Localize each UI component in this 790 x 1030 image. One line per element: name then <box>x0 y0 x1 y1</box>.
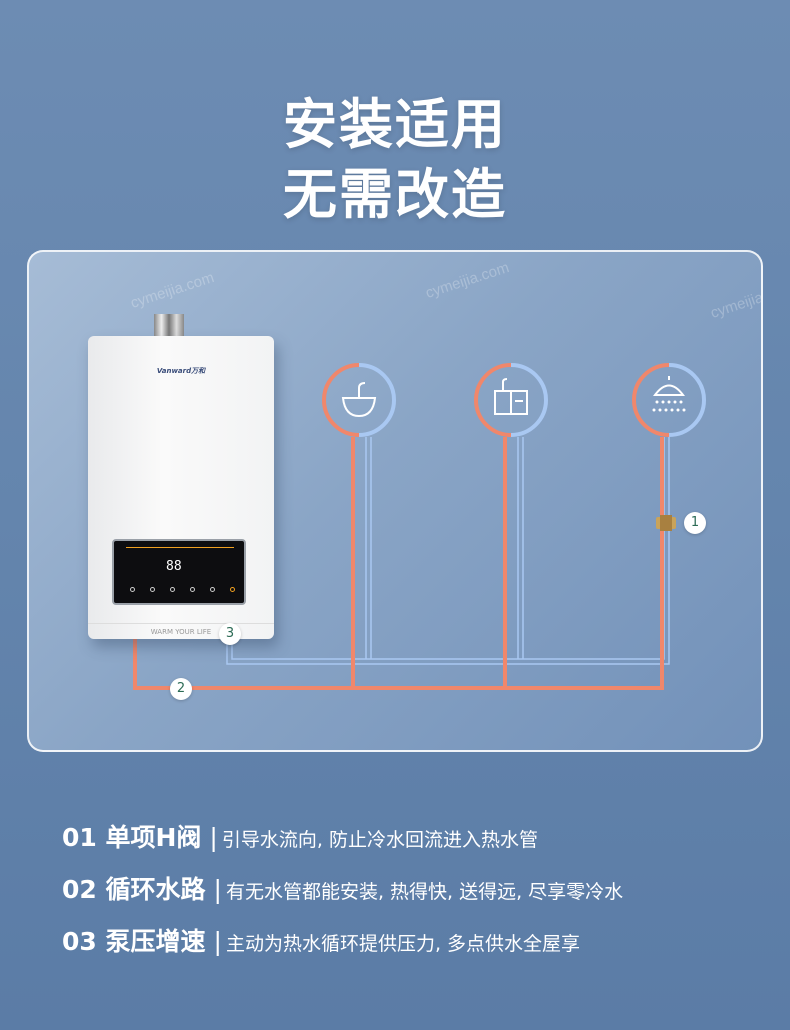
feature-1: 01 单项H阀|引导水流向, 防止冷水回流进入热水管 <box>62 818 538 854</box>
marker-3: 3 <box>219 623 241 645</box>
temperature-display: 88 <box>166 559 182 574</box>
slogan: WARM YOUR LIFE <box>88 623 274 636</box>
brand-logo: Vanward万和 <box>156 367 206 375</box>
feature-2: 02 循环水路|有无水管都能安装, 热得快, 送得远, 尽享零冷水 <box>62 870 623 906</box>
separator: | <box>213 875 222 904</box>
mode-icon[interactable] <box>150 587 155 592</box>
washbasin-icon <box>341 382 377 418</box>
separator: | <box>213 927 222 956</box>
up-icon[interactable] <box>210 587 215 592</box>
pipe-network <box>133 363 706 690</box>
feature-desc: 主动为热水循环提供压力, 多点供水全屋享 <box>225 933 581 955</box>
outlet-rings <box>322 363 706 437</box>
separator: | <box>209 823 218 852</box>
cold-water-pipes <box>226 437 670 665</box>
marker-2: 2 <box>170 678 192 700</box>
feature-3: 03 泵压增速|主动为热水循环提供压力, 多点供水全屋享 <box>62 922 580 958</box>
h-valve-icon <box>656 515 676 531</box>
control-panel: 88 <box>112 539 246 605</box>
headline-line1: 安装适用 <box>283 93 507 156</box>
kitchen-sink-icon <box>494 378 528 415</box>
marker-1: 1 <box>684 512 706 534</box>
flue-pipe <box>154 314 184 338</box>
panel-accent <box>126 547 234 550</box>
circulation-icon[interactable] <box>230 587 235 592</box>
feature-desc: 有无水管都能安装, 热得快, 送得远, 尽享零冷水 <box>225 881 624 903</box>
feature-heading: 01 单项H阀 <box>62 823 202 852</box>
feature-desc: 引导水流向, 防止冷水回流进入热水管 <box>221 829 538 851</box>
shower-drops <box>652 400 686 412</box>
bath-icon[interactable] <box>170 587 175 592</box>
down-icon[interactable] <box>190 587 195 592</box>
feature-heading: 02 循环水路 <box>62 875 206 904</box>
water-heater: Vanward万和 88 WARM YOUR LIFE <box>88 336 274 639</box>
installation-diagram: cymeijia.com cymeijia.com cymeijia.com <box>27 250 763 752</box>
headline-line2: 无需改造 <box>283 163 507 226</box>
power-icon[interactable] <box>130 587 135 592</box>
feature-heading: 03 泵压增速 <box>62 927 206 956</box>
shower-icon <box>653 376 685 396</box>
hot-water-pipes <box>133 437 664 690</box>
